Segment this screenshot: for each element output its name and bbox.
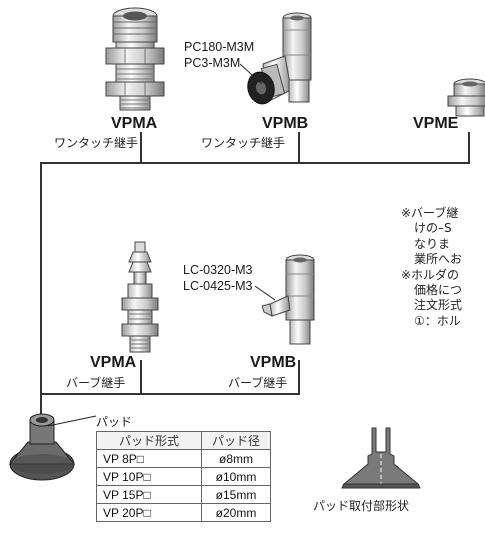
vpmb-top-callout-1: PC180-M3M xyxy=(184,40,255,54)
vpma-mid-model: VPMA xyxy=(90,354,137,371)
vpmb-top-description: ワンタッチ継手 xyxy=(201,136,286,150)
vpmb-top-leader-line xyxy=(240,63,263,85)
vpmb-mid-model: VPMB xyxy=(250,354,297,371)
note-line-6: 価格につ xyxy=(414,283,463,297)
vpmb-mid-connector-line xyxy=(298,360,300,394)
pad-diameter-cell: ø8mm xyxy=(201,449,271,468)
pad-model-cell: VP 15P□ xyxy=(96,485,202,504)
note-line-2: けの–S xyxy=(414,221,452,235)
table-row: VP 15P□ ø15mm xyxy=(96,485,271,504)
pad-mounting-shape-diagram xyxy=(341,426,421,490)
pad-diameter-cell: ø10mm xyxy=(201,467,271,486)
vpmb-mid-callout-2: LC-0425-M3 xyxy=(183,279,253,293)
table-row: VP 20P□ ø20mm xyxy=(96,503,271,522)
pad-model-cell: VP 8P□ xyxy=(96,449,202,468)
pad-leader-line xyxy=(48,415,97,427)
note-line-4: 業所へお xyxy=(414,252,463,266)
vpmb-top-connector-line xyxy=(298,132,300,163)
vpma-top-model: VPMA xyxy=(111,115,158,132)
vpmb-one-touch-fitting-illustration xyxy=(247,12,312,105)
vpma-barb-fitting-illustration xyxy=(121,241,159,353)
pad-label: パッド xyxy=(96,415,133,429)
pad-diameter-cell: ø15mm xyxy=(201,485,271,504)
pad-diameter-header: パッド径 xyxy=(201,431,271,450)
vpmb-top-model: VPMB xyxy=(262,115,309,132)
pad-model-header: パッド形式 xyxy=(96,431,202,450)
pad-model-cell: VP 10P□ xyxy=(96,467,202,486)
vpma-mid-description: バーブ継手 xyxy=(66,376,126,390)
note-line-3: なりま xyxy=(414,237,451,251)
table-row: VP 8P□ ø8mm xyxy=(96,449,271,468)
pad-spec-table: パッド形式 パッド径 VP 8P□ ø8mm VP 10P□ ø10mm VP … xyxy=(96,431,271,522)
vpma-top-description: ワンタッチ継手 xyxy=(54,136,139,150)
pad-mounting-shape-caption: パッド取付部形状 xyxy=(313,499,410,513)
table-row: VP 10P□ ø10mm xyxy=(96,467,271,486)
note-line-8: ①：ホル xyxy=(414,314,461,328)
vpma-top-connector-line xyxy=(140,132,142,163)
vpma-mid-connector-line xyxy=(140,360,142,394)
middle-branch-horizontal-line xyxy=(40,393,300,395)
pad-diameter-cell: ø20mm xyxy=(201,503,271,522)
pad-illustration xyxy=(8,413,76,481)
vpme-connector-line xyxy=(468,132,470,163)
vpma-one-touch-fitting-illustration xyxy=(105,7,165,111)
branch-vertical-line xyxy=(40,162,42,424)
pad-table-header-row: パッド形式 パッド径 xyxy=(96,431,271,450)
vpmb-barb-fitting-illustration xyxy=(262,254,315,345)
top-branch-horizontal-line xyxy=(40,162,470,164)
note-line-7: 注文形式 xyxy=(414,298,463,312)
vpmb-mid-callout-1: LC-0320-M3 xyxy=(183,263,253,277)
note-line-5: ※ホルダの xyxy=(401,268,460,282)
vpme-model: VPME xyxy=(413,115,459,132)
pad-model-cell: VP 20P□ xyxy=(96,503,202,522)
note-line-1: ※バーブ継 xyxy=(401,206,459,220)
vpmb-mid-leader-line xyxy=(255,285,276,301)
vpmb-mid-description: バーブ継手 xyxy=(228,376,288,390)
vpmb-top-callout-2: PC3-M3M xyxy=(184,56,241,70)
vpme-fitting-illustration xyxy=(447,78,485,117)
